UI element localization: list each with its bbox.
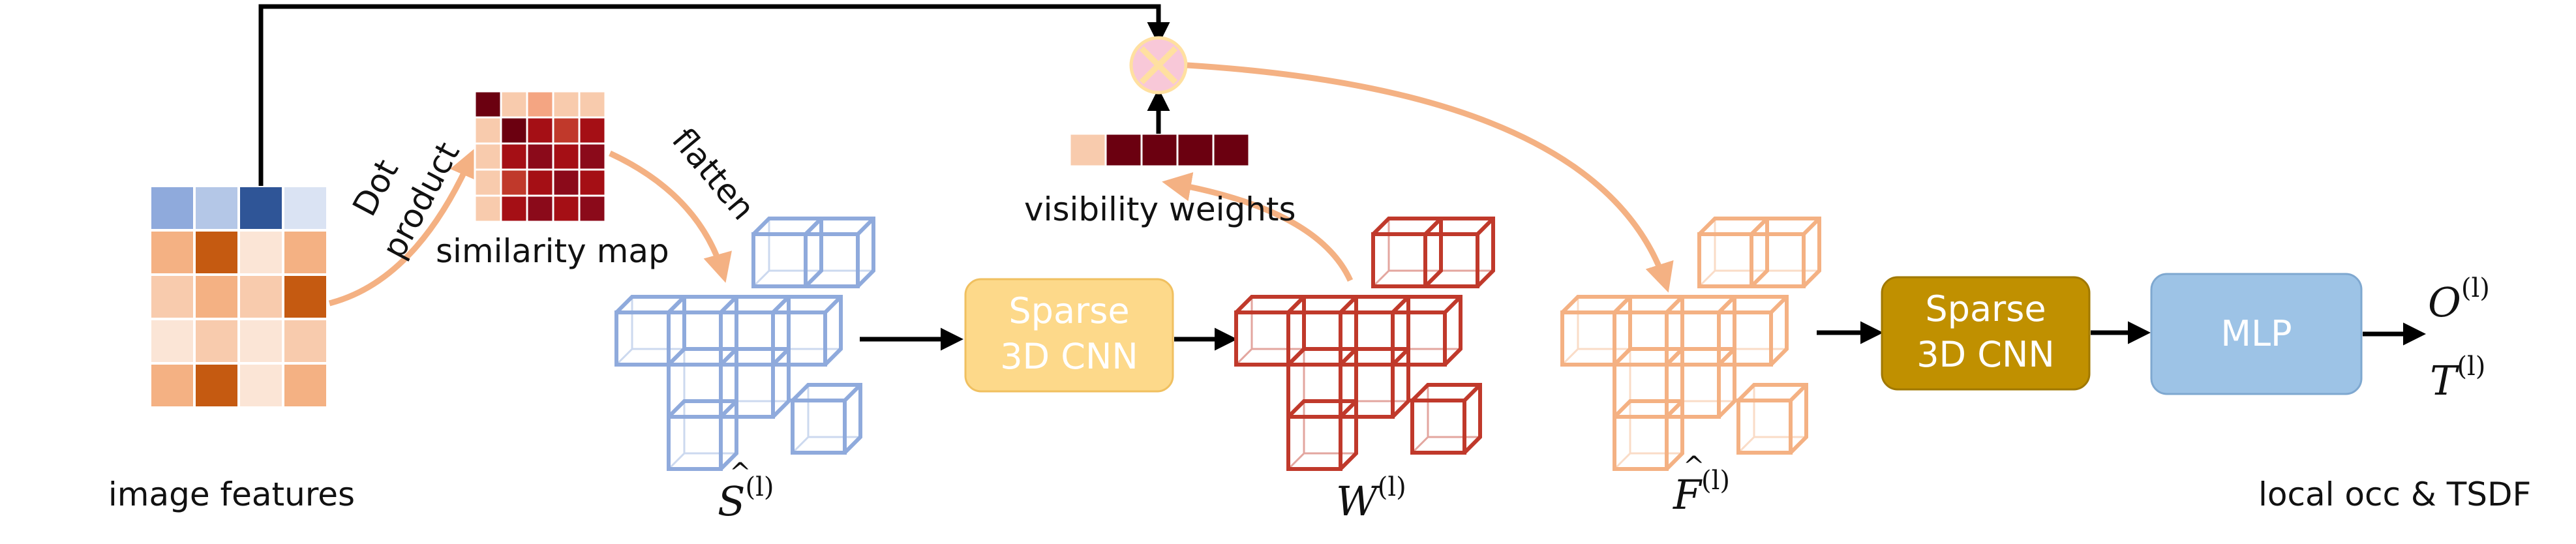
visibility-weights-bar [1068,132,1250,168]
w-sup: (l) [1378,472,1406,502]
s-hat-symbol: S(l) [718,472,774,525]
sparse-cnn-1-line1: Sparse [1008,290,1129,331]
image-features-label: image features [108,476,355,513]
w-symbol: W(l) [1336,472,1406,525]
skip-connection-arrow [258,4,1170,186]
visibility-weights-label: visibility weights [1024,190,1296,228]
flatten-label: flatten [665,121,763,227]
mlp-label: MLP [2220,313,2292,354]
s-hat-base: S [718,477,745,525]
local-occ-tsdf-label: local occ & TSDF [2258,476,2531,513]
arrow-w-to-visibility [1162,172,1354,282]
s-hat-accent: ^ [729,458,751,488]
arrow-product-to-f [1187,62,1674,293]
t-symbol: T(l) [2430,352,2485,404]
similarity-map [474,90,607,223]
f-hat-symbol: F(l) [1673,466,1730,519]
sparse-cnn-1-box: Sparse 3D CNN [964,278,1174,393]
f-hat-accent: ^ [1683,451,1705,481]
o-base: O [2428,279,2461,326]
sparse-cnn-2-box: Sparse 3D CNN [1881,276,2091,391]
w-base: W [1336,477,1380,525]
f-hat-sup: (l) [1701,466,1730,496]
t-sup: (l) [2457,352,2485,382]
sparse-cnn-2-line1: Sparse [1925,288,2046,329]
s-hat-sup: (l) [745,472,774,502]
elementwise-product-icon [1129,36,1188,95]
t-base: T [2430,357,2460,404]
feature-volume-cubes [1562,219,1819,469]
sparse-cnn-2-line2: 3D CNN [1917,334,2055,375]
similarity-map-label: similarity map [436,232,669,270]
image-features-grid [149,185,329,409]
f-hat-base: F [1673,471,1703,519]
sparse-cnn-1-line2: 3D CNN [1000,336,1138,377]
dot-product-arrow [328,147,477,307]
flatten-arrow [609,150,732,283]
weight-volume-cubes [1236,219,1493,469]
mlp-box: MLP [2150,273,2363,395]
o-symbol: O(l) [2428,273,2490,326]
o-sup: (l) [2461,273,2490,303]
